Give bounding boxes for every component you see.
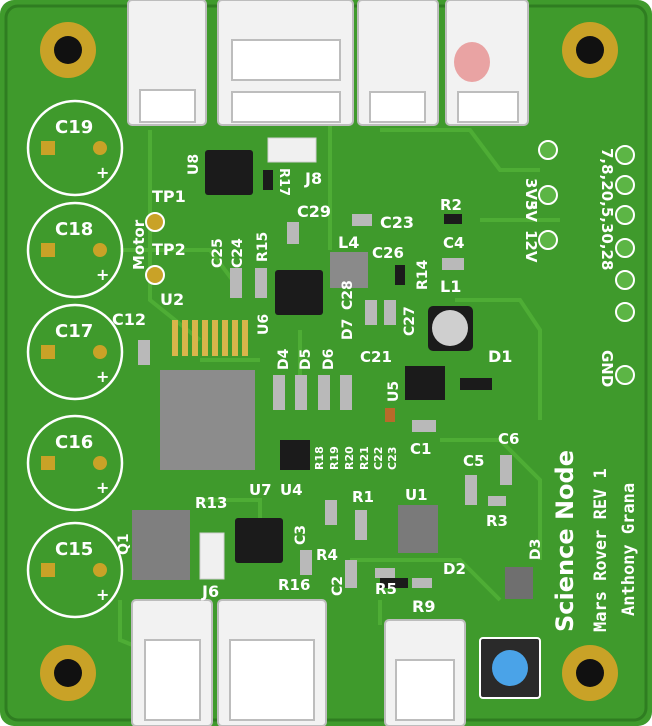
right-pin-pads — [538, 140, 635, 385]
svg-text:C23: C23 — [380, 213, 414, 232]
svg-text:R18: R18 — [313, 446, 326, 470]
board-title: Science Node — [551, 450, 579, 632]
mounting-holes — [40, 22, 618, 701]
svg-text:C3: C3 — [293, 525, 309, 545]
svg-text:R16: R16 — [278, 576, 310, 594]
svg-text:R13: R13 — [195, 494, 227, 512]
svg-text:D7: D7 — [340, 319, 356, 340]
svg-text:C25: C25 — [210, 238, 226, 268]
svg-text:R21: R21 — [358, 446, 371, 470]
board-author: Anthony Grana — [619, 483, 639, 616]
svg-text:3V3: 3V3 — [522, 178, 540, 210]
push-button-cap[interactable] — [492, 650, 528, 686]
svg-text:R2: R2 — [440, 196, 462, 214]
electrolytic-capacitors — [26, 99, 124, 619]
svg-text:+: + — [96, 163, 109, 182]
capacitor-pads — [41, 141, 107, 577]
svg-text:C22: C22 — [372, 447, 385, 470]
svg-text:D2: D2 — [443, 560, 466, 578]
svg-text:U8: U8 — [186, 154, 202, 175]
svg-text:+: + — [96, 478, 109, 497]
svg-text:D6: D6 — [321, 349, 337, 370]
svg-text:TP2: TP2 — [152, 240, 186, 259]
svg-text:C17: C17 — [55, 321, 93, 342]
svg-text:R3: R3 — [486, 512, 508, 530]
svg-text:C26: C26 — [372, 244, 404, 262]
svg-text:U4: U4 — [280, 481, 303, 499]
svg-text:J8: J8 — [304, 169, 322, 188]
svg-text:R14: R14 — [415, 259, 431, 290]
svg-text:C15: C15 — [55, 539, 93, 560]
header-j8 — [267, 137, 317, 163]
svg-text:C24: C24 — [230, 238, 246, 268]
svg-text:C28: C28 — [340, 280, 356, 310]
svg-text:J6: J6 — [201, 582, 219, 601]
svg-text:C16: C16 — [55, 432, 93, 453]
svg-text:C4: C4 — [443, 234, 464, 252]
svg-text:U5: U5 — [386, 381, 402, 402]
svg-text:C23: C23 — [386, 447, 399, 470]
svg-text:R1: R1 — [352, 488, 374, 506]
svg-text:+: + — [96, 367, 109, 386]
svg-text:C29: C29 — [297, 202, 331, 221]
svg-text:12V: 12V — [522, 230, 540, 263]
board-subtitle: Mars Rover REV 1 — [591, 468, 611, 632]
svg-text:R20: R20 — [343, 446, 356, 470]
svg-text:7,8,20,5,30,28: 7,8,20,5,30,28 — [598, 148, 616, 270]
svg-text:C6: C6 — [498, 430, 519, 448]
svg-text:L4: L4 — [338, 233, 359, 252]
u2-pins — [172, 320, 248, 356]
svg-text:D3: D3 — [528, 539, 544, 560]
svg-text:D5: D5 — [298, 349, 314, 370]
svg-text:R9: R9 — [412, 597, 435, 616]
svg-text:R17: R17 — [276, 168, 291, 196]
svg-text:C5: C5 — [463, 452, 484, 470]
svg-text:GND: GND — [598, 350, 616, 387]
ic-packages — [132, 150, 533, 599]
board-title-block: Science Node Mars Rover REV 1 Anthony Gr… — [551, 450, 639, 632]
connector-pink-marker — [454, 42, 490, 82]
svg-text:R4: R4 — [316, 546, 338, 564]
header-j6 — [199, 532, 225, 580]
silkscreen-labels: C19 C18 C17 C16 C15 + + + + + TP1 TP2 Mo… — [55, 117, 616, 616]
svg-text:U1: U1 — [405, 486, 428, 504]
svg-text:U2: U2 — [160, 290, 184, 309]
bottom-connectors — [131, 599, 466, 726]
svg-text:C1: C1 — [410, 440, 431, 458]
svg-text:D1: D1 — [488, 347, 512, 366]
test-points — [145, 212, 165, 285]
svg-text:U6: U6 — [256, 314, 272, 335]
svg-text:C18: C18 — [55, 219, 93, 240]
svg-text:5V: 5V — [522, 200, 540, 222]
svg-text:R15: R15 — [255, 232, 271, 262]
svg-text:D4: D4 — [276, 348, 292, 370]
svg-text:L1: L1 — [440, 277, 461, 296]
top-connectors — [127, 0, 529, 126]
svg-text:C2: C2 — [330, 576, 346, 596]
svg-text:R19: R19 — [328, 446, 341, 470]
svg-text:C12: C12 — [112, 310, 146, 329]
smd-passives — [138, 170, 512, 588]
svg-text:U7: U7 — [249, 481, 272, 499]
svg-text:C19: C19 — [55, 117, 93, 138]
svg-text:R5: R5 — [375, 580, 397, 598]
svg-text:+: + — [96, 585, 109, 604]
svg-text:+: + — [96, 265, 109, 284]
svg-text:C27: C27 — [402, 306, 418, 336]
svg-text:Q1: Q1 — [116, 533, 132, 555]
svg-text:Motor: Motor — [130, 219, 148, 270]
svg-text:C21: C21 — [360, 348, 392, 366]
svg-text:TP1: TP1 — [152, 187, 186, 206]
